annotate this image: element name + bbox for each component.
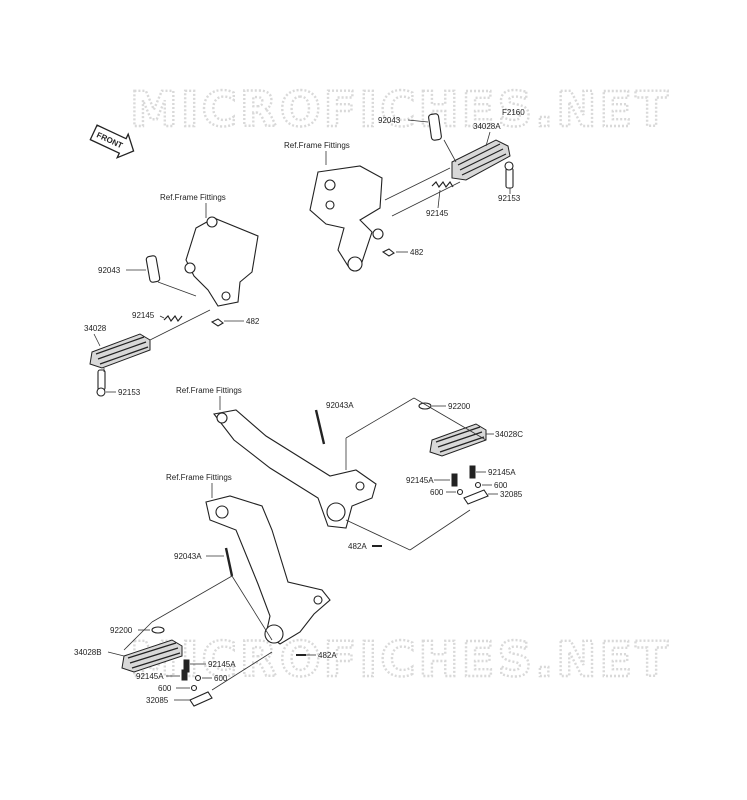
assembly-bottom: Ref.Frame Fittings 92043A 92200 34028B 9… (74, 473, 337, 707)
label-92043a-b: 92043A (174, 552, 202, 561)
label-92145a-mr-1: 92145A (406, 476, 434, 485)
pin-92153-tr (504, 161, 514, 189)
footrest-bracket-left (185, 217, 259, 307)
rear-footrest-bracket-left (205, 495, 331, 645)
label-482-left: 482 (246, 317, 260, 326)
label-482a-b: 482A (318, 651, 337, 660)
ball-600-mr-2 (474, 481, 482, 489)
ball-600-b-2 (190, 684, 198, 692)
ref-frame-label-l: Ref.Frame Fittings (160, 193, 226, 202)
washer-92200-b (151, 626, 165, 634)
assembly-middle-right: Ref.Frame Fittings 92043A 92200 34028C 9… (176, 386, 523, 551)
spring-92145a-mr-2 (469, 465, 476, 479)
watermark-top: MICROFICHES.NET (130, 82, 671, 138)
assembly-left: Ref.Frame Fittings 92043 92145 482 34028… (84, 193, 260, 397)
label-f2160: F2160 (502, 108, 525, 117)
ref-frame-label-b: Ref.Frame Fittings (166, 473, 232, 482)
rear-footrest-bracket-right (213, 409, 377, 529)
label-92145a-b-2: 92145A (136, 672, 164, 681)
front-arrow-icon: FRONT (89, 124, 135, 159)
pin-92043-left (145, 255, 161, 283)
washer-92200-mr (418, 402, 432, 410)
plate-32085-b (189, 691, 213, 707)
clip-482-left (210, 318, 224, 327)
label-92153-left: 92153 (118, 388, 141, 397)
ref-frame-label-mr: Ref.Frame Fittings (176, 386, 242, 395)
footrest-bracket-tr (309, 165, 383, 267)
label-34028b: 34028B (74, 648, 102, 657)
label-92145-left: 92145 (132, 311, 155, 320)
label-600-b-1: 600 (214, 674, 228, 683)
label-34028c: 34028C (495, 430, 523, 439)
assembly-top-right: Ref.Frame Fittings 92043 F2160 34028A 92… (284, 108, 525, 272)
label-92145a-mr-2: 92145A (488, 468, 516, 477)
label-92043-tr: 92043 (378, 116, 401, 125)
label-34028: 34028 (84, 324, 107, 333)
spring-92145-tr (431, 180, 454, 189)
label-32085-b: 32085 (146, 696, 169, 705)
pin-92043-tr (428, 113, 442, 141)
plate-32085-mr (463, 489, 489, 505)
label-600-mr-2: 600 (494, 481, 508, 490)
label-600-mr-1: 600 (430, 488, 444, 497)
label-600-b-2: 600 (158, 684, 172, 693)
pin-92153-left (96, 369, 106, 397)
ball-600-mr-1 (456, 488, 464, 496)
clip-482-tr (381, 248, 395, 257)
label-92153-tr: 92153 (498, 194, 521, 203)
label-92043-left: 92043 (98, 266, 121, 275)
label-92200-mr: 92200 (448, 402, 471, 411)
spring-92145a-b-2 (181, 669, 188, 681)
label-92145-tr: 92145 (426, 209, 449, 218)
label-32085-mr: 32085 (500, 490, 523, 499)
label-92200-b: 92200 (110, 626, 133, 635)
ref-frame-label-tr: Ref.Frame Fittings (284, 141, 350, 150)
spring-92145-left (163, 314, 183, 323)
label-92043a-mr: 92043A (326, 401, 354, 410)
spring-92145a-mr-1 (451, 473, 458, 487)
ball-600-b-1 (194, 674, 202, 682)
label-34028a: 34028A (473, 122, 501, 131)
watermark-bottom: MICROFICHES.NET (130, 632, 671, 688)
label-482-tr: 482 (410, 248, 424, 257)
label-482a-mr: 482A (348, 542, 367, 551)
label-92145a-b-1: 92145A (208, 660, 236, 669)
